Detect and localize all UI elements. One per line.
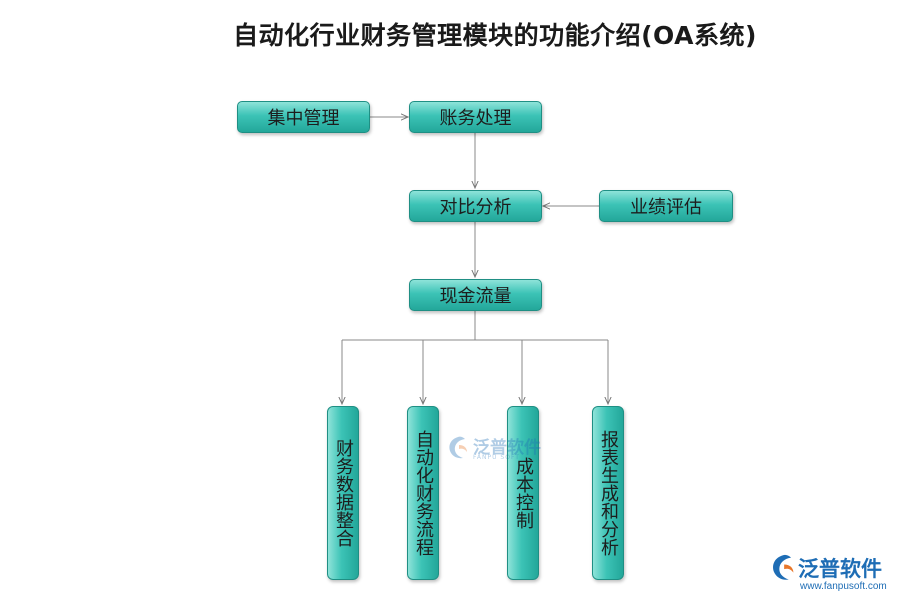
node-accounting: 账务处理 <box>409 101 542 133</box>
node-auto-flow-label: 自动化财务流程 <box>413 430 434 556</box>
logo-name: 泛普软件 <box>798 557 882 581</box>
fanpu-logo-icon <box>773 554 794 580</box>
node-financial-data-label: 财务数据整合 <box>333 439 354 547</box>
diagram-title-text: 自动化行业财务管理模块的功能介绍(OA系统) <box>233 21 757 50</box>
node-centralized: 集中管理 <box>237 101 370 133</box>
watermark-name: 泛普软件 <box>473 438 541 458</box>
node-centralized-label: 集中管理 <box>267 108 340 129</box>
node-cashflow: 现金流量 <box>409 279 542 311</box>
node-financial-data: 财务数据整合 <box>327 406 359 580</box>
node-accounting-label: 账务处理 <box>439 108 512 129</box>
fanpu-watermark-icon <box>449 436 467 459</box>
brand-logo: 泛普软件 www.fanpusoft.com <box>768 553 893 598</box>
node-report-label: 报表生成和分析 <box>598 430 619 556</box>
node-comparison: 对比分析 <box>409 190 542 222</box>
node-cost-control-label: 成本控制 <box>513 457 534 529</box>
node-cashflow-label: 现金流量 <box>439 286 512 307</box>
node-performance-label: 业绩评估 <box>630 197 702 218</box>
watermark-sub: FANPU SOFT <box>473 454 520 461</box>
logo-url: www.fanpusoft.com <box>800 581 887 592</box>
node-cost-control: 成本控制 <box>507 406 539 580</box>
diagram-title: 自动化行业财务管理模块的功能介绍(OA系统) <box>0 16 900 52</box>
node-report: 报表生成和分析 <box>592 406 624 580</box>
node-comparison-label: 对比分析 <box>439 197 512 218</box>
watermark: 泛普软件 FANPU SOFT <box>445 433 545 467</box>
node-performance: 业绩评估 <box>599 190 733 222</box>
node-auto-flow: 自动化财务流程 <box>407 406 439 580</box>
